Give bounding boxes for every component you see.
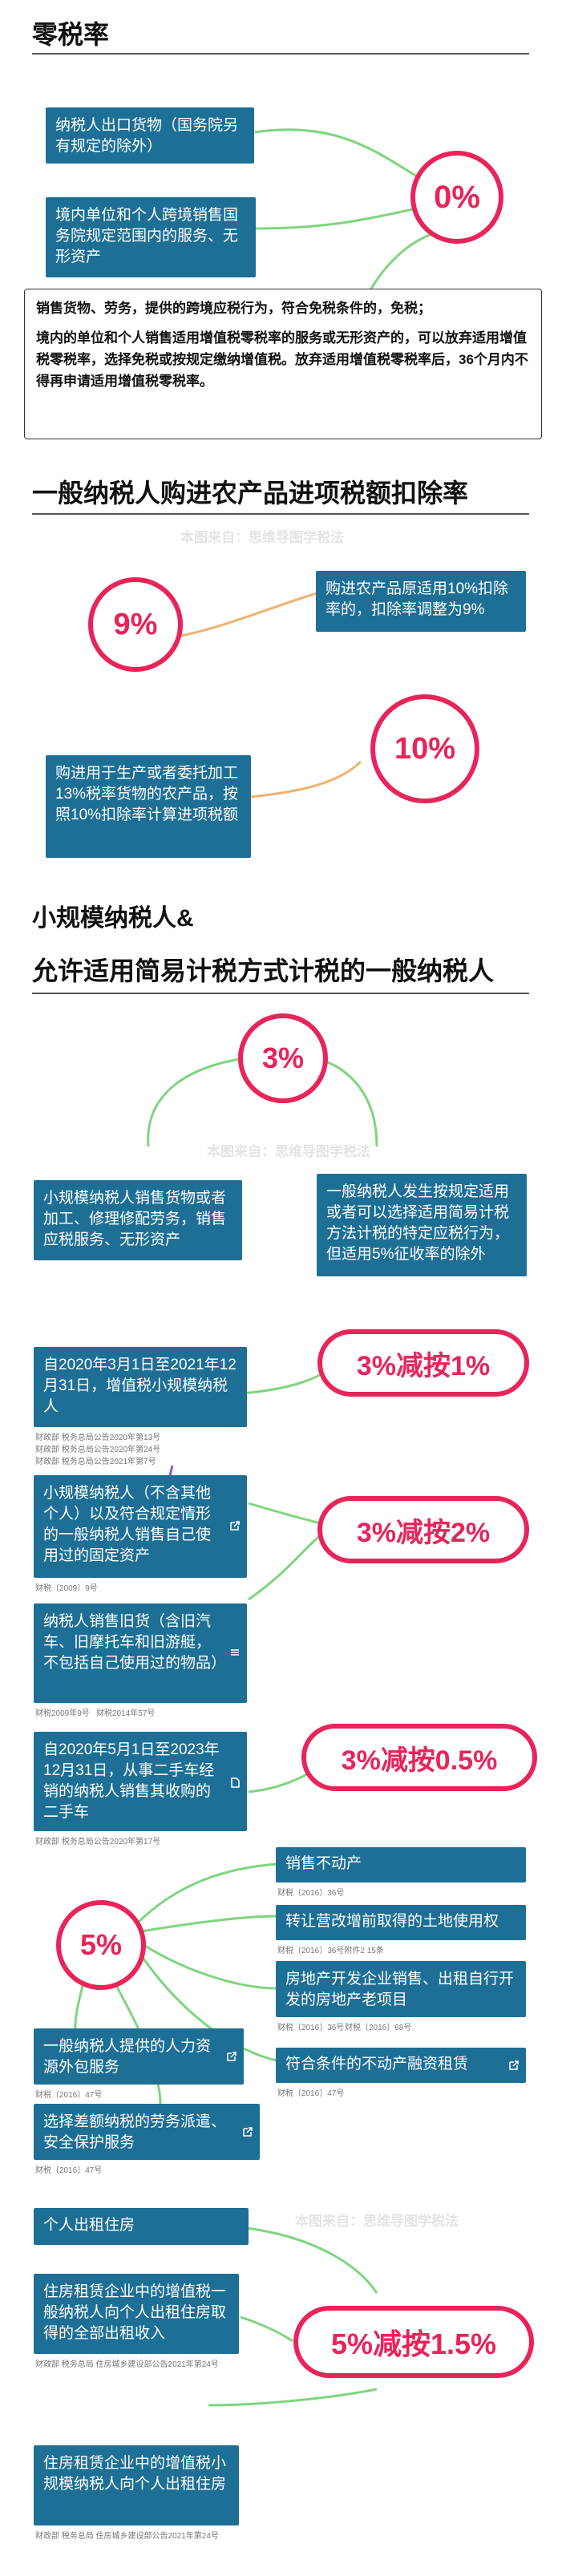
box-2020-small-scale: 自2020年3月1日至2021年12月31日，增值税小规模纳税人 [34, 1347, 247, 1427]
watermark: 本图来自：思维导图学税法 [295, 2214, 459, 2229]
box-sell-real-estate: 销售不动产 [276, 1847, 526, 1882]
ref-note: 财税2014年57号 [96, 1709, 156, 1718]
note-paragraph-2: 境内的单位和个人销售适用增值税零税率的服务或无形资产的，可以放弃适用增值税零税率… [36, 330, 528, 389]
watermark: 本图来自：思维导图学税法 [180, 530, 344, 545]
ref-note: 财税〔2016〕36号 [277, 2024, 345, 2032]
section-divider [32, 993, 529, 994]
section-divider [32, 53, 529, 55]
box-finance-lease: 符合条件的不动产融资租赁 [276, 2048, 526, 2083]
pill-3-reduce-2: 3%减按2% [317, 1496, 529, 1563]
box-cross-border-services: 境内单位和个人跨境销售国务院规定范围内的服务、无形资产 [46, 197, 256, 277]
ref-note: 财政部 税务总局公告2020年第13号 [35, 1434, 161, 1442]
box-land-use-right: 转让营改增前取得的土地使用权 [276, 1905, 526, 1940]
box-rent-small-scale: 住房租赁企业中的增值税小规模纳税人向个人出租住房 [34, 2445, 239, 2525]
ref-note: 财政部 税务总局公告2021年第7号 [35, 1458, 156, 1466]
ref-note: 财税〔2016〕47号 [277, 2089, 345, 2098]
section-title-agri-deduction: 一般纳税人购进农产品进项税额扣除率 [32, 479, 469, 508]
document-icon[interactable] [229, 1777, 241, 1788]
external-link-icon[interactable] [508, 2060, 520, 2071]
box-agri-10: 购进用于生产或者委托加工13%税率货物的农产品，按照10%扣除率计算进项税额 [46, 755, 251, 858]
box-rent-general-taxpayer: 住房租赁企业中的增值税一般纳税人向个人出租住房取得的全部出租收入 [34, 2274, 239, 2354]
box-real-estate-dev: 房地产开发企业销售、出租自行开发的房地产老项目 [276, 1961, 526, 2017]
external-link-icon[interactable] [242, 2126, 253, 2137]
box-fixed-assets-text: 小规模纳税人（不含其他个人）以及符合规定情形的一般纳税人销售自己使用过的固定资产 [43, 1485, 212, 1564]
ref-note: 财税〔2016〕68号 [345, 2024, 412, 2032]
box-fixed-assets: 小规模纳税人（不含其他个人）以及符合规定情形的一般纳税人销售自己使用过的固定资产 [34, 1475, 247, 1578]
ref-note: 财政部 税务总局 住房城乡建设部公告2021年第24号 [35, 2360, 219, 2369]
box-labor-dispatch-text: 选择差额纳税的劳务派遣、安全保护服务 [43, 2113, 227, 2151]
note-paragraph-1: 销售货物、劳务，提供的跨境应税行为，符合免税条件的，免税； [36, 301, 431, 316]
section-divider [32, 513, 529, 515]
zero-rate-note: 销售货物、劳务，提供的跨境应税行为，符合免税条件的，免税； 境内的单位和个人销售… [24, 289, 542, 439]
pill-3-reduce-1: 3%减按1% [317, 1329, 529, 1397]
box-labor-dispatch: 选择差额纳税的劳务派遣、安全保护服务 [34, 2104, 260, 2160]
ref-note: 财税〔2009〕9号 [35, 1584, 98, 1593]
ref-note: 财政部 税务总局 住房城乡建设部公告2021年第24号 [35, 2532, 219, 2541]
rate-circle-3: 3% [238, 1013, 328, 1103]
box-small-scale-3: 小规模纳税人销售货物或者加工、修理修配劳务，销售应税服务、无形资产 [34, 1180, 242, 1260]
ref-note: 财政部 税务总局公告2020年第24号 [35, 1446, 161, 1454]
box-export-goods: 纳税人出口货物（国务院另有规定的除外） [46, 107, 254, 164]
external-link-icon[interactable] [229, 1520, 241, 1531]
box-used-goods-text: 纳税人销售旧货（含旧汽车、旧摩托车和旧游艇，不包括自己使用过的物品） [43, 1613, 227, 1672]
ref-note: 财税〔2016〕36号附件2 15条 [277, 1947, 384, 1955]
box-hr-outsourcing: 一般纳税人提供的人力资源外包服务 [34, 2028, 244, 2085]
ref-note: 财政部 税务总局公告2020年第17号 [35, 1838, 161, 1846]
box-finance-lease-text: 符合条件的不动产融资租赁 [285, 2056, 469, 2073]
external-link-icon[interactable] [226, 2051, 237, 2062]
pill-3-reduce-0-5: 3%减按0.5% [301, 1724, 537, 1791]
rate-circle-5: 5% [56, 1900, 146, 1990]
watermark: 本图来自：思维导图学税法 [207, 1144, 370, 1159]
ref-note: 财税〔2016〕36号 [277, 1889, 345, 1898]
section-title-simplified: 允许适用简易计税方式计税的一般纳税人 [32, 956, 495, 985]
ref-note: 财税〔2016〕47号 [35, 2091, 103, 2100]
ref-note: 财税2009年9号 [35, 1709, 90, 1718]
rate-circle-9: 9% [88, 577, 183, 672]
pill-5-reduce-1-5: 5%减按1.5% [293, 2306, 534, 2378]
box-used-goods: 纳税人销售旧货（含旧汽车、旧摩托车和旧游艇，不包括自己使用过的物品） [34, 1603, 247, 1703]
box-personal-rent: 个人出租住房 [34, 2208, 249, 2245]
box-general-simplified-3: 一般纳税人发生按规定适用或者可以选择适用简易计税方法计税的特定应税行为，但适用5… [317, 1174, 527, 1276]
box-agri-9: 购进农产品原适用10%扣除率的，扣除率调整为9% [316, 571, 526, 632]
section-title-small-scale: 小规模纳税人& [32, 905, 194, 932]
box-hr-outsourcing-text: 一般纳税人提供的人力资源外包服务 [43, 2038, 212, 2076]
box-used-cars-text: 自2020年5月1日至2023年12月31日，从事二手车经销的纳税人销售其收购的… [43, 1741, 220, 1821]
box-used-cars: 自2020年5月1日至2023年12月31日，从事二手车经销的纳税人销售其收购的… [34, 1732, 247, 1831]
section-title-zero-rate: 零税率 [32, 20, 110, 49]
rate-circle-0: 0% [410, 151, 503, 244]
rate-circle-10: 10% [370, 694, 479, 803]
ref-note: 财税〔2016〕47号 [35, 2166, 103, 2175]
list-icon[interactable] [229, 1647, 241, 1658]
